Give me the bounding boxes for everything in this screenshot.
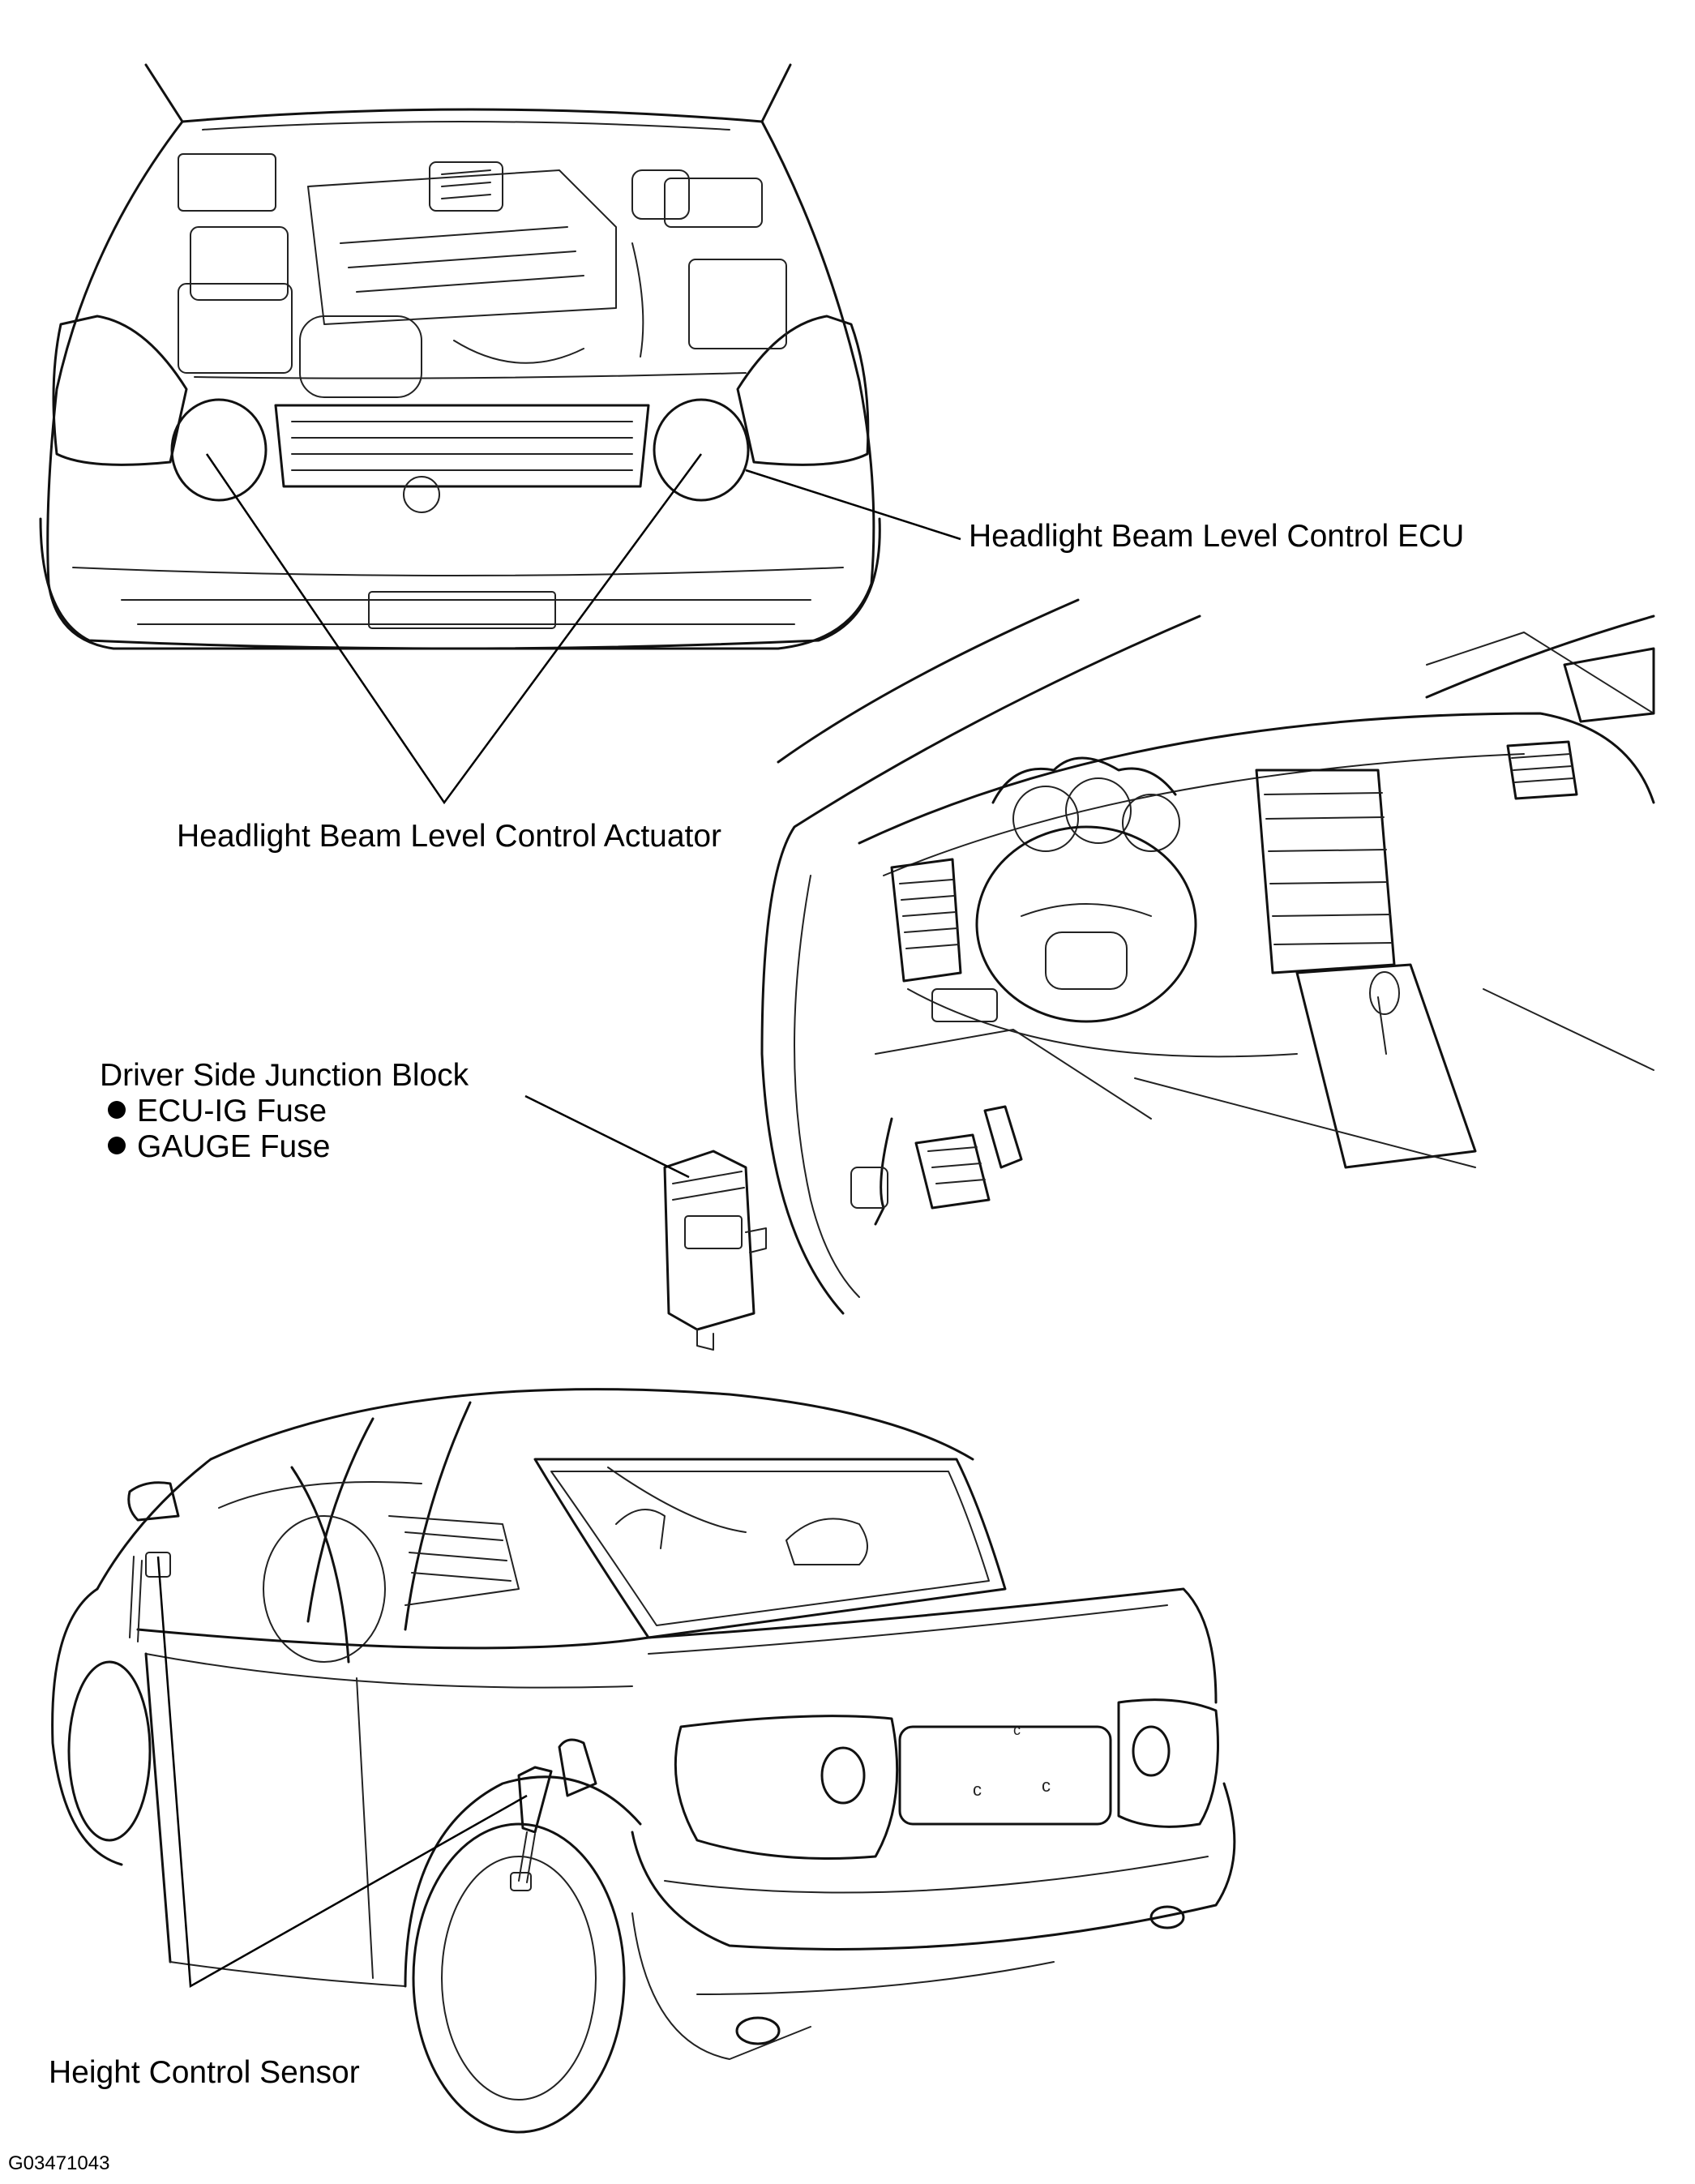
rear-vehicle-illustration: c c c	[51, 1388, 1236, 2134]
front-height-sensor	[129, 1552, 171, 1642]
junction-block-callout: Driver Side Junction Block ECU-IG Fuse G…	[100, 1058, 469, 1165]
height-sensor-label: Height Control Sensor	[49, 2055, 360, 2090]
svg-text:c: c	[1013, 1722, 1021, 1738]
svg-text:c: c	[973, 1779, 982, 1800]
actuator-leader-lines	[205, 453, 703, 805]
front-engine-bay-illustration	[39, 63, 881, 650]
junction-item-gauge: GAUGE Fuse	[100, 1129, 469, 1165]
junction-item-ecu-ig-text: ECU-IG Fuse	[137, 1094, 327, 1128]
bullet-icon	[108, 1101, 126, 1119]
junction-item-ecu-ig: ECU-IG Fuse	[100, 1094, 469, 1129]
junction-item-gauge-text: GAUGE Fuse	[137, 1129, 331, 1164]
rear-height-sensor	[510, 1738, 597, 1891]
height-sensor-leader-lines	[156, 1556, 528, 1989]
svg-text:c: c	[1042, 1775, 1051, 1796]
dashboard-interior-illustration	[663, 598, 1655, 1351]
actuator-label: Headlight Beam Level Control Actuator	[177, 819, 722, 854]
ecu-leader-line	[745, 469, 961, 541]
ecu-label: Headlight Beam Level Control ECU	[969, 519, 1465, 554]
junction-block-leader-line	[524, 1094, 690, 1179]
junction-block-title: Driver Side Junction Block	[100, 1058, 469, 1093]
bullet-icon	[108, 1137, 126, 1154]
figure-id: G03471043	[8, 2152, 110, 2174]
